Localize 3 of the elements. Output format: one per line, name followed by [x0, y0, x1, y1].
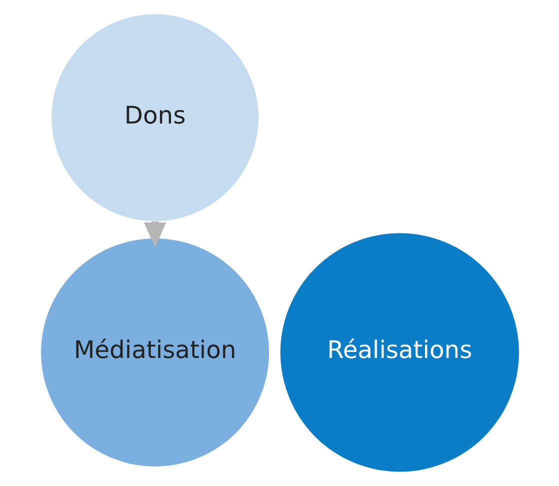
node-circle: Réalisations — [280, 233, 518, 472]
node-circle: Dons — [51, 14, 258, 222]
node-circle: Médiatisation — [40, 238, 269, 466]
